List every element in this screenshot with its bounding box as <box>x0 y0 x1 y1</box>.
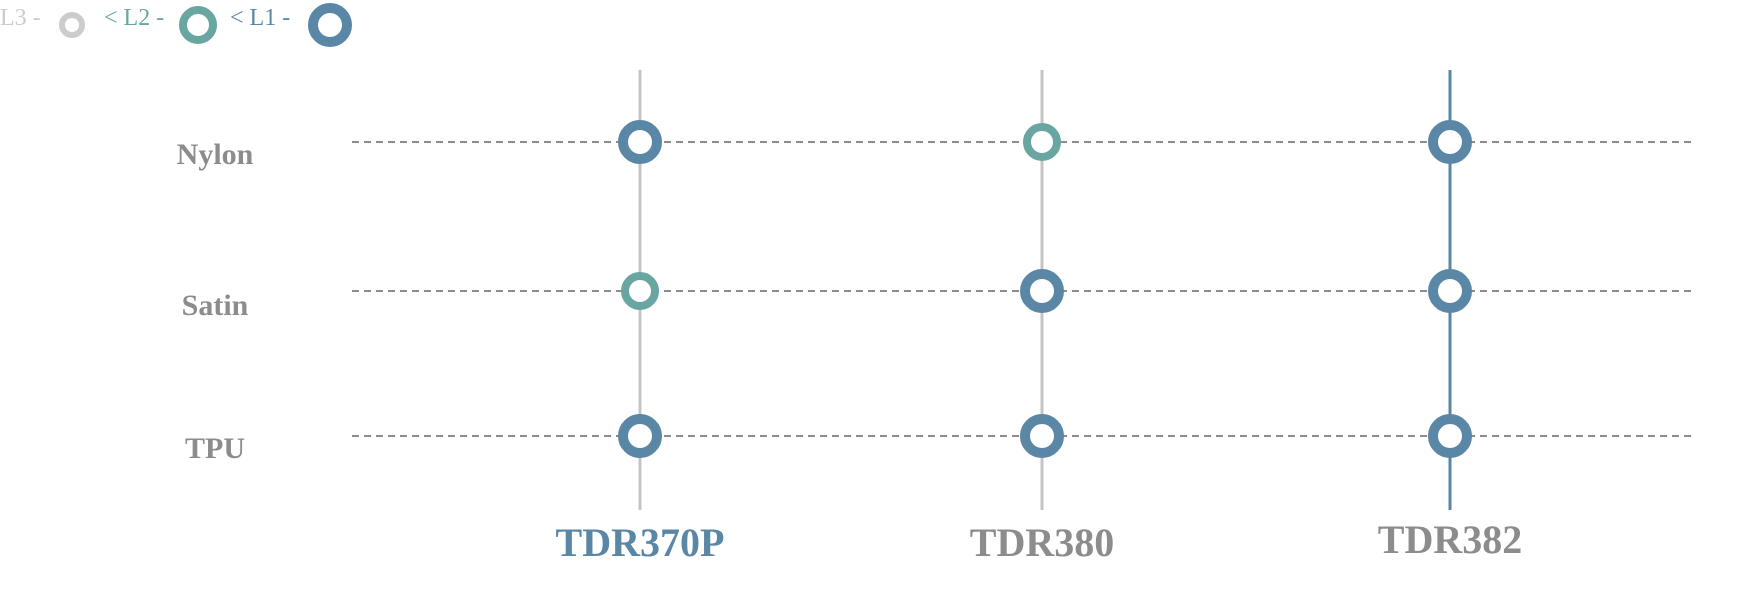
marker-satin-tdr370p <box>621 272 659 310</box>
legend-marker-l1 <box>308 3 352 47</box>
column-label-tdr380: TDR380 <box>970 520 1114 565</box>
legend-marker-l2 <box>179 6 217 44</box>
level-markers <box>618 120 1472 458</box>
column-label-tdr370p: TDR370P <box>556 520 725 565</box>
legend-label-l3: L3 - <box>0 5 41 31</box>
marker-satin-tdr382 <box>1428 269 1472 313</box>
marker-tpu-tdr382 <box>1428 414 1472 458</box>
legend-marker-l3 <box>59 12 85 38</box>
legend-label-l1: < L1 - <box>230 5 290 31</box>
row-label-tpu: TPU <box>185 432 245 465</box>
legend: L3 - < L2 - < L1 - <box>0 3 352 47</box>
marker-satin-tdr380 <box>1020 269 1064 313</box>
row-label-nylon: Nylon <box>177 138 254 171</box>
column-label-tdr382: TDR382 <box>1378 517 1522 562</box>
marker-nylon-tdr380 <box>1023 123 1061 161</box>
row-label-satin: Satin <box>182 289 249 322</box>
marker-tpu-tdr370p <box>618 414 662 458</box>
marker-nylon-tdr382 <box>1428 120 1472 164</box>
marker-tpu-tdr380 <box>1020 414 1064 458</box>
legend-label-l2: < L2 - <box>104 5 164 31</box>
marker-nylon-tdr370p <box>618 120 662 164</box>
column-labels: TDR370P TDR380 TDR382 <box>556 517 1523 565</box>
